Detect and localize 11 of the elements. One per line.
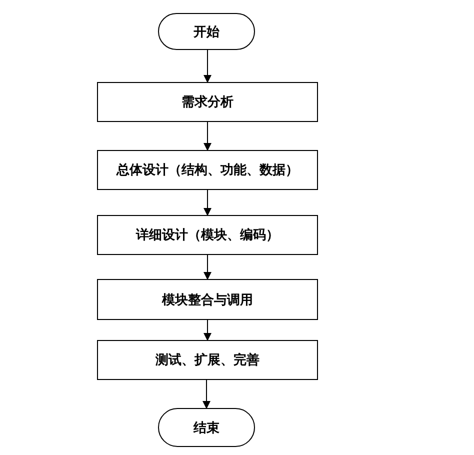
arrow [204, 122, 212, 151]
arrow [204, 190, 212, 216]
process-box: 测试、扩展、完善 [97, 340, 318, 380]
process-box: 详细设计（模块、编码） [97, 215, 318, 255]
arrow [204, 320, 212, 341]
arrow [204, 50, 212, 83]
process-box: 需求分析 [97, 82, 318, 122]
process-box: 模块整合与调用 [97, 279, 318, 320]
arrow [204, 254, 212, 280]
arrow [202, 380, 210, 409]
process-box: 总体设计（结构、功能、数据） [97, 150, 318, 190]
